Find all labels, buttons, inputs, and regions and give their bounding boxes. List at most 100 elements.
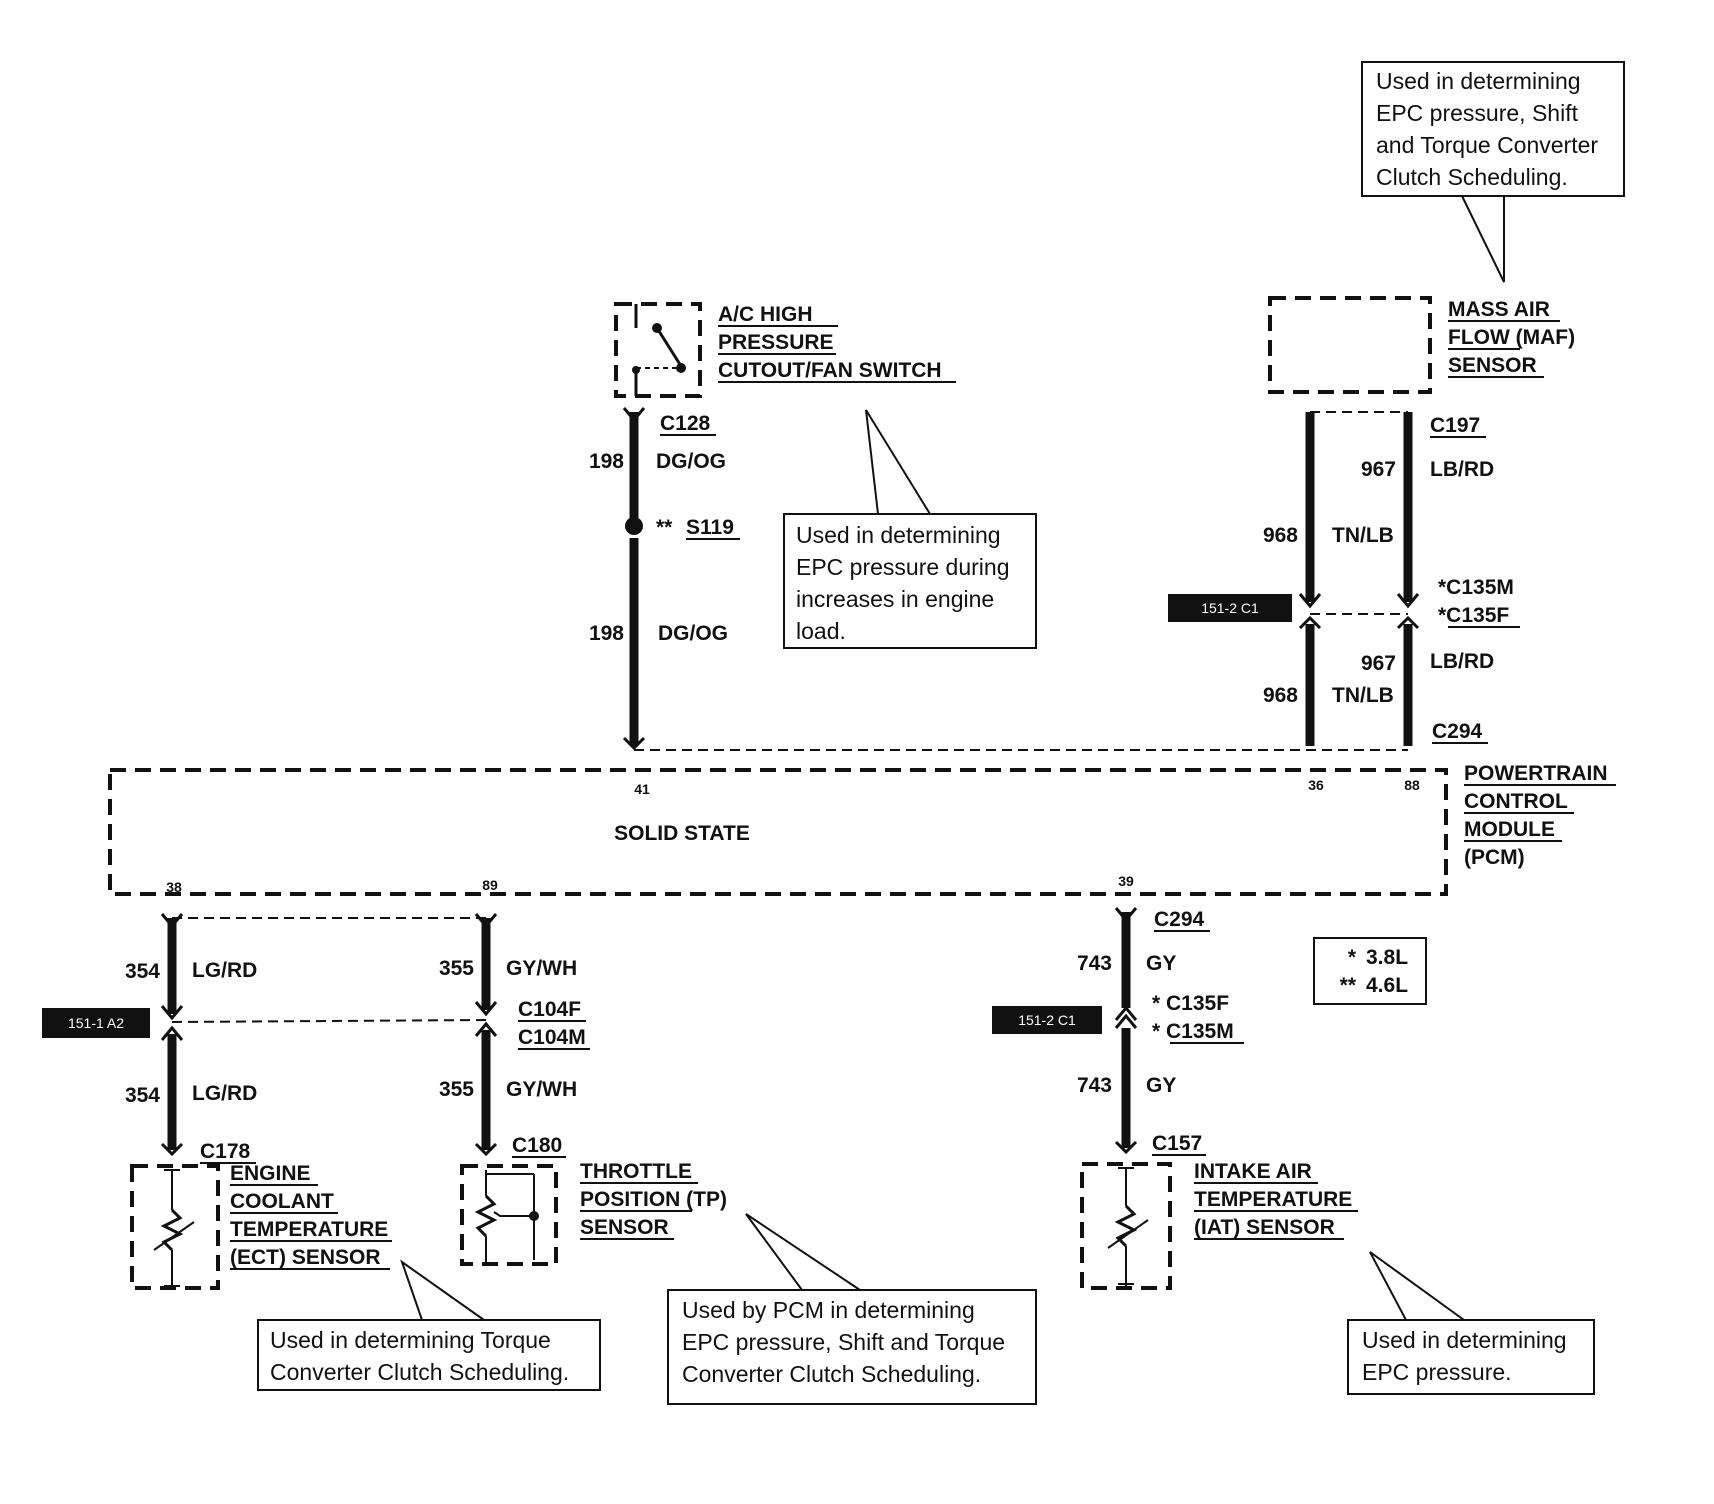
ac-note-pointer (865, 409, 931, 515)
ac-circuit: C128 198 DG/OG ** S119 198 DG/OG (589, 407, 740, 751)
legend-value: 4.6L (1366, 974, 1408, 997)
tp-note-line: Converter Clutch Scheduling. (682, 1361, 981, 1387)
connector-chevron-icon (1114, 1013, 1138, 1029)
wire-color: LG/RD (192, 959, 257, 982)
iat-circuit: C294 743 GY * C135F * C135M 151-2 C1 743… (992, 907, 1244, 1156)
wire-number: 968 (1263, 524, 1298, 547)
maf-sensor-box (1268, 296, 1432, 394)
wire-number: 967 (1361, 652, 1396, 675)
maf-note: Used in determining EPC pressure, Shift … (1361, 61, 1625, 283)
iat-note-pointer (1369, 1251, 1465, 1321)
ac-note-line: load. (796, 618, 846, 644)
ect-circuit: 354 LG/RD 151-1 A2 354 LG/RD C178 (42, 913, 487, 1164)
wire-number: 354 (125, 1084, 160, 1107)
ect-sensor-label: (ECT) SENSOR (230, 1246, 381, 1269)
wire-color: DG/OG (656, 450, 726, 473)
pcm-module: SOLID STATE 41 36 88 38 89 39 POWERTRAIN… (108, 762, 1616, 896)
pcm-pin: 38 (166, 879, 182, 895)
splice-prefix: ** (656, 516, 673, 539)
switch-icon (632, 304, 686, 396)
pcm-pin: 41 (634, 781, 650, 797)
tp-note-line: Used by PCM in determining (682, 1297, 975, 1323)
pcm-pin: 36 (1308, 777, 1324, 793)
potentiometer-icon (474, 1170, 539, 1262)
ac-note-line: Used in determining (796, 522, 1001, 548)
connector-chevron-icon (474, 1021, 498, 1037)
connector-chevron-icon (1298, 615, 1322, 630)
maf-note-box (1361, 61, 1625, 197)
connector-c135f: *C135F (1438, 604, 1509, 627)
connector-c197: C197 (1430, 414, 1480, 437)
ac-switch: A/C HIGH PRESSURE CUTOUT/FAN SWITCH (614, 302, 956, 398)
thermistor-icon (1107, 1167, 1149, 1286)
ect-sensor: ENGINE COOLANT TEMPERATURE (ECT) SENSOR (130, 1162, 392, 1290)
maf-sensor-label: FLOW (MAF) (1448, 326, 1575, 349)
tp-note-box (667, 1289, 1037, 1405)
wire-color: LG/RD (192, 1082, 257, 1105)
connector-c178: C178 (200, 1140, 251, 1163)
maf-note-line: and Torque Converter (1376, 132, 1598, 158)
maf-note-line: Clutch Scheduling. (1376, 164, 1568, 190)
wire-number: 968 (1263, 684, 1298, 707)
connector-c157: C157 (1152, 1132, 1202, 1155)
wire-color: GY/WH (506, 1078, 577, 1101)
connector-c104m: C104M (518, 1026, 586, 1049)
connector-chevron-icon (622, 407, 646, 423)
ect-note: Used in determining Torque Converter Clu… (257, 1259, 601, 1391)
iat-sensor: INTAKE AIR TEMPERATURE (IAT) SENSOR (1080, 1160, 1358, 1290)
legend-mark: * (1348, 946, 1357, 969)
pcm-box (108, 768, 1448, 896)
wire-number: 355 (439, 957, 474, 980)
connector-chevron-icon (1114, 1140, 1138, 1155)
iat-sensor-box (1080, 1162, 1172, 1290)
ac-note-line: increases in engine (796, 586, 994, 612)
tp-sensor: THROTTLE POSITION (TP) SENSOR (460, 1160, 727, 1266)
wire-color: TN/LB (1332, 684, 1394, 707)
iat-note-line: Used in determining (1362, 1327, 1567, 1353)
connector-chevron-icon (160, 1025, 184, 1041)
splice-dot-icon (625, 517, 643, 535)
connector-chevron-icon (474, 1142, 498, 1157)
tp-sensor-label: POSITION (TP) (580, 1188, 727, 1211)
connector-c104f: C104F (518, 998, 581, 1021)
tp-sensor-box (460, 1164, 558, 1266)
tp-sensor-label: THROTTLE (580, 1160, 692, 1183)
ac-switch-box (614, 302, 702, 398)
iat-sensor-label: INTAKE AIR (1194, 1160, 1312, 1183)
connector-chevron-icon (1298, 593, 1322, 609)
connector-chevron-icon (1114, 907, 1138, 923)
wire-color: LB/RD (1430, 650, 1494, 673)
ect-note-line: Converter Clutch Scheduling. (270, 1359, 569, 1385)
pcm-label: MODULE (1464, 818, 1555, 841)
ref-tag (1168, 594, 1292, 622)
ac-note-line: EPC pressure during (796, 554, 1010, 580)
ref-tag-label: 151-2 C1 (1201, 600, 1259, 616)
ect-note-pointer (400, 1259, 485, 1321)
pcm-pin: 89 (482, 877, 498, 893)
connector-c294: C294 (1432, 720, 1483, 743)
maf-sensor-label: MASS AIR (1448, 298, 1550, 321)
connector-chevron-icon (1114, 1005, 1138, 1021)
ect-note-box (257, 1319, 601, 1391)
maf-circuit: C197 967 LB/RD 968 TN/LB *C135M *C135F 1… (634, 411, 1520, 751)
ref-tag-label: 151-2 C1 (1018, 1012, 1076, 1028)
iat-note-box (1347, 1319, 1595, 1395)
wire-number: 743 (1077, 952, 1112, 975)
maf-note-line: EPC pressure, Shift (1376, 100, 1579, 126)
connector-chevron-icon (474, 1001, 498, 1017)
iat-note: Used in determining EPC pressure. (1347, 1251, 1595, 1395)
tp-note-line: EPC pressure, Shift and Torque (682, 1329, 1005, 1355)
maf-sensor: MASS AIR FLOW (MAF) SENSOR (1268, 296, 1575, 394)
pcm-pin: 88 (1404, 777, 1420, 793)
pcm-inner-label: SOLID STATE (614, 822, 750, 845)
wire-number: 198 (589, 622, 624, 645)
wire-color: GY (1146, 952, 1176, 975)
tp-note: Used by PCM in determining EPC pressure,… (667, 1213, 1037, 1405)
splice-s119: S119 (686, 516, 734, 539)
connector-chevron-icon (622, 736, 646, 751)
ect-sensor-label: ENGINE (230, 1162, 311, 1185)
wire-number: 743 (1077, 1074, 1112, 1097)
pcm-label: POWERTRAIN (1464, 762, 1608, 785)
thermistor-icon (153, 1169, 195, 1288)
connector-c135m: *C135M (1438, 576, 1514, 599)
